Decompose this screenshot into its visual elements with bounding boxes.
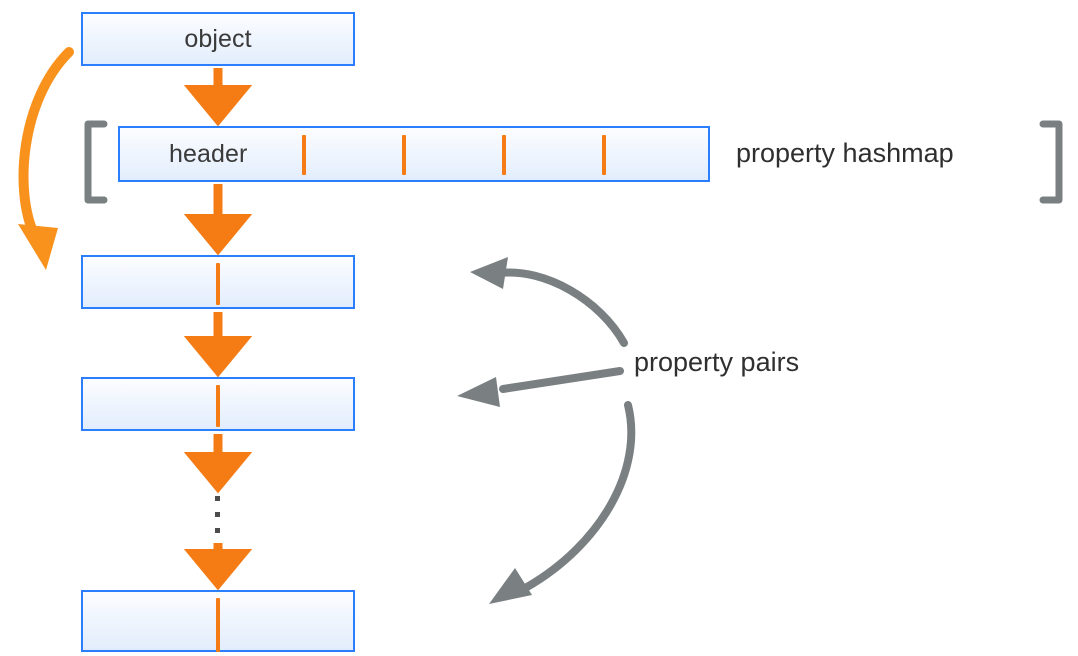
annotation-arrow-middle: [457, 367, 624, 407]
ellipsis-dot-1: [215, 496, 220, 501]
annotation-arrow-upper: [470, 257, 628, 347]
hashmap-slot-tick-4: [602, 135, 606, 175]
property-pair-box-2[interactable]: [81, 377, 355, 431]
pair-divider-1: [216, 263, 220, 305]
ellipsis-dot-3: [215, 528, 220, 533]
hashmap-slot-tick-3: [502, 135, 506, 175]
bracket-right: [1039, 120, 1063, 204]
object-box[interactable]: object: [81, 12, 355, 66]
hashmap-slot-tick-1: [302, 135, 306, 175]
ellipsis-dot-2: [215, 512, 220, 517]
bracket-left: [84, 120, 108, 204]
object-box-label: object: [184, 24, 252, 53]
pair-divider-3: [216, 598, 220, 652]
property-hashmap-box[interactable]: header: [118, 126, 710, 182]
property-hashmap-label: property hashmap: [736, 138, 954, 168]
property-pairs-label: property pairs: [634, 347, 800, 377]
hashmap-slot-tick-2: [402, 135, 406, 175]
pair-divider-2: [216, 385, 220, 427]
header-label: header: [169, 139, 248, 168]
property-pair-box-3[interactable]: [81, 590, 355, 652]
arrow-object-to-pairs-curved: [18, 47, 74, 270]
annotation-arrow-lower: [489, 401, 636, 604]
property-pair-box-1[interactable]: [81, 255, 355, 309]
